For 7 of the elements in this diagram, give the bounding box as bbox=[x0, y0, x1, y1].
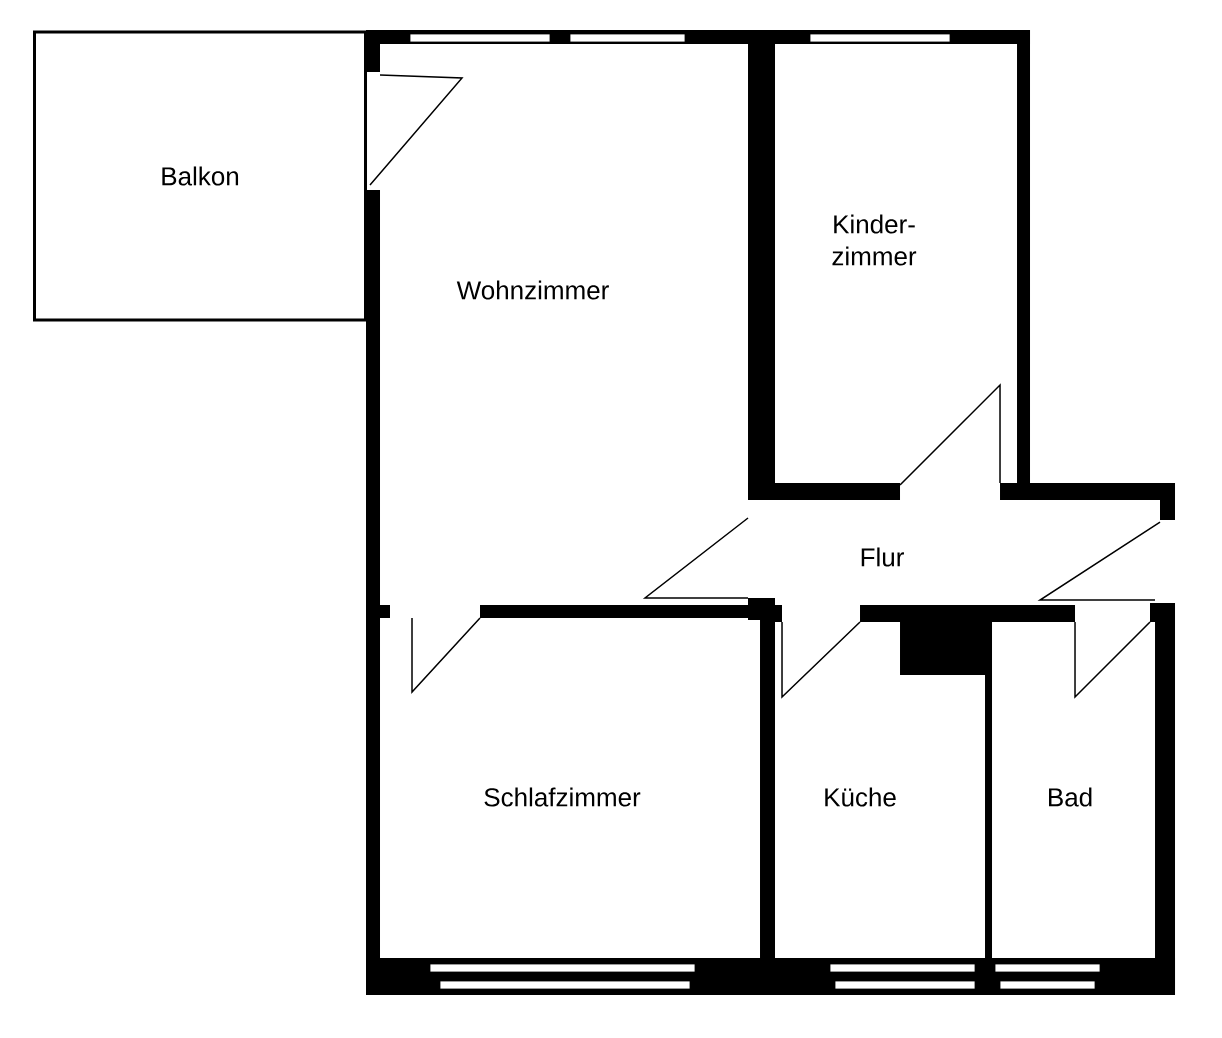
balcony-box: Balkon bbox=[33, 30, 367, 322]
room-label: Küche bbox=[825, 787, 896, 807]
room-label: Schlafzimmer bbox=[484, 787, 641, 807]
room-label: Bad bbox=[1049, 787, 1092, 807]
room-label: Flur bbox=[861, 547, 904, 567]
room-label: Wohnzimmer bbox=[456, 280, 609, 300]
room-label: Kinder- zimmer bbox=[832, 214, 917, 266]
